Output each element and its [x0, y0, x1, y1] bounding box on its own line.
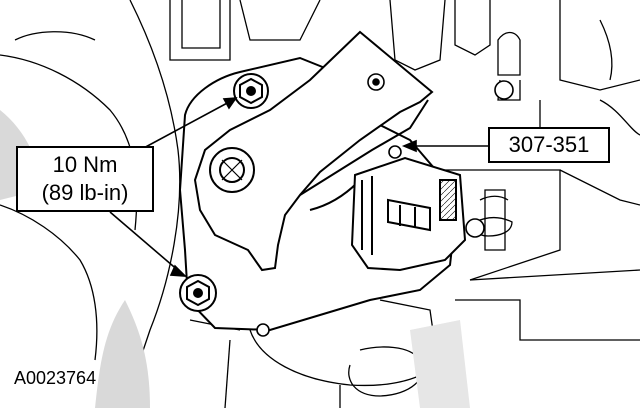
small-fasteners [256, 73, 514, 337]
mounting-bolt-lower [179, 274, 217, 312]
figure-id-label: A0023764 [14, 368, 97, 388]
shaded-areas [0, 110, 470, 408]
tool-number-callout: 307-351 [488, 127, 610, 163]
sensor-connector [350, 156, 467, 272]
sensor-lever [193, 30, 434, 272]
center-shaft [209, 147, 255, 193]
leader-lines [109, 97, 488, 277]
torque-metric-label: 10 Nm [52, 152, 118, 177]
tool-number-label: 307-351 [508, 132, 590, 157]
mounting-bolt-upper [233, 73, 269, 109]
torque-imperial-label: (89 lb-in) [41, 180, 129, 205]
torque-spec-callout: 10 Nm (89 lb-in) [16, 146, 154, 212]
